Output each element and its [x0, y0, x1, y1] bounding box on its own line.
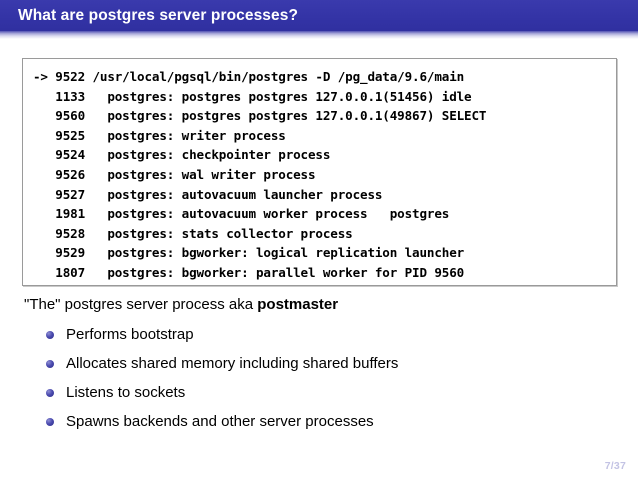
bullet-dot-icon [46, 360, 54, 368]
bullet-dot-icon [46, 389, 54, 397]
code-block: -> 9522 /usr/local/pgsql/bin/postgres -D… [22, 58, 617, 286]
bullet-dot-icon [46, 418, 54, 426]
code-block-text: -> 9522 /usr/local/pgsql/bin/postgres -D… [33, 69, 487, 280]
list-item: Spawns backends and other server process… [42, 412, 622, 431]
slide-title-bar: What are postgres server processes? [0, 0, 638, 31]
list-item: Listens to sockets [42, 383, 622, 402]
lead-statement: "The" postgres server process aka postma… [24, 296, 338, 314]
bullet-list: Performs bootstrap Allocates shared memo… [42, 325, 622, 441]
title-bar-gradient-fade [0, 31, 638, 39]
list-item: Allocates shared memory including shared… [42, 354, 622, 373]
lead-statement-emphasis: postmaster [257, 296, 339, 313]
list-item-label: Performs bootstrap [66, 326, 194, 343]
lead-statement-prefix: "The" postgres server process aka [24, 296, 258, 313]
list-item: Performs bootstrap [42, 325, 622, 344]
list-item-label: Listens to sockets [66, 384, 186, 401]
list-item-label: Spawns backends and other server process… [66, 413, 374, 430]
bullet-dot-icon [46, 331, 54, 339]
list-item-label: Allocates shared memory including shared… [66, 355, 399, 372]
page-title: What are postgres server processes? [18, 6, 299, 24]
page-number-indicator: 7/37 [604, 460, 626, 472]
